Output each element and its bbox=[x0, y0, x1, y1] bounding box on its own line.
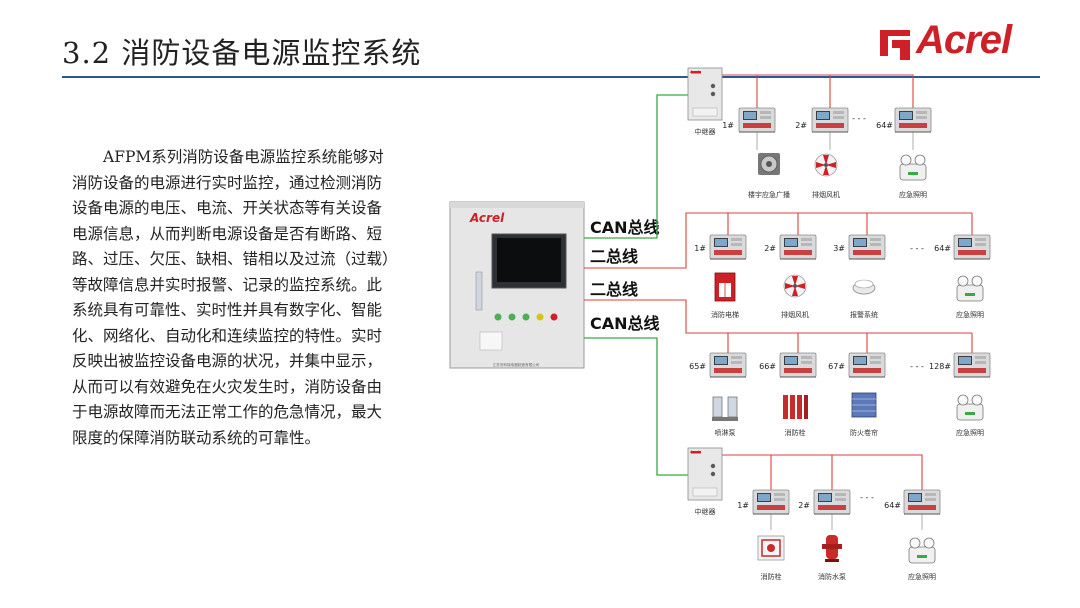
emergency-light-icon bbox=[956, 275, 984, 302]
description-paragraph: AFPM系列消防设备电源监控系统能够对消防设备的电源进行实时监控，通过检测消防设… bbox=[72, 145, 390, 451]
group2-monitors: 1# 2# 3# - - - 64# bbox=[694, 234, 991, 260]
group2-dash: - - - bbox=[910, 244, 924, 253]
group2-num-64: 64# bbox=[934, 244, 951, 253]
group4-device-3-label: 应急照明 bbox=[908, 572, 936, 581]
relay-bottom-label: 中继器 bbox=[695, 507, 716, 516]
two-wire-bus-lines bbox=[584, 74, 973, 490]
group4-monitors: 1# 2# - - - 64# bbox=[737, 489, 941, 515]
title-divider bbox=[62, 76, 1040, 78]
group3-dash: - - - bbox=[910, 362, 924, 371]
host-brand-label: Acrel bbox=[469, 211, 505, 225]
group4-devices: 消防栓 消防水泵 应急照明 bbox=[757, 514, 936, 581]
group3-num-67: 67# bbox=[828, 362, 845, 371]
relay-bottom: Acrel 中继器 bbox=[687, 447, 723, 516]
relay-top: Acrel 中继器 bbox=[687, 67, 723, 136]
group2-device-4-label: 应急照明 bbox=[956, 310, 984, 319]
group1-device-2-label: 排烟风机 bbox=[812, 190, 840, 199]
smoke-fan-icon bbox=[814, 153, 838, 177]
relay-top-label: 中继器 bbox=[695, 127, 716, 136]
emergency-light-icon bbox=[956, 394, 984, 421]
group3-num-66: 66# bbox=[759, 362, 776, 371]
bus-label-two-wire-1: 二总线 bbox=[590, 247, 638, 266]
group1-num-1: 1# bbox=[722, 121, 734, 130]
can-bus-lines bbox=[584, 94, 688, 476]
group2-devices: 消防电梯 排烟风机 报警系统 应急照明 bbox=[711, 272, 984, 319]
group1-num-64: 64# bbox=[876, 121, 893, 130]
group3-num-128: 128# bbox=[929, 362, 951, 371]
group3-device-3-label: 防火卷帘 bbox=[850, 428, 878, 437]
group2-num-2: 2# bbox=[764, 244, 776, 253]
group1-device-3-label: 应急照明 bbox=[899, 190, 927, 199]
acrel-logo-text: Acrel bbox=[916, 18, 1012, 62]
host-footer-label: 江苏安科瑞电器制造有限公司 bbox=[493, 362, 540, 367]
group3-device-4-label: 应急照明 bbox=[956, 428, 984, 437]
group3-device-2-label: 消防栓 bbox=[785, 428, 806, 437]
hydrant-cabinet-icon bbox=[757, 535, 785, 561]
group4-device-1-label: 消防栓 bbox=[761, 572, 782, 581]
bus-label-can-top: CAN总线 bbox=[590, 218, 660, 237]
bus-label-two-wire-2: 二总线 bbox=[590, 280, 638, 299]
group4-device-2-label: 消防水泵 bbox=[818, 572, 846, 581]
group1-monitors: 1# 2# - - - 64# bbox=[722, 107, 932, 133]
group4-num-2: 2# bbox=[798, 501, 810, 510]
group3-devices: 喷淋泵 消防栓 防火卷帘 应急照明 bbox=[711, 392, 984, 437]
host-monitor-cabinet: Acrel 江苏安科瑞电器制造有限公司 bbox=[449, 201, 585, 369]
bus-label-can-bottom: CAN总线 bbox=[590, 314, 660, 333]
alarm-detector-icon bbox=[852, 279, 876, 295]
relay-bottom-brand: Acrel bbox=[689, 450, 700, 454]
fire-water-pump-icon bbox=[822, 535, 842, 562]
fire-hydrant-hoses-icon bbox=[783, 395, 808, 419]
group2-device-1-label: 消防电梯 bbox=[711, 310, 739, 319]
group3-num-65: 65# bbox=[689, 362, 706, 371]
acrel-logo: Acrel bbox=[878, 18, 1046, 66]
group2-num-1: 1# bbox=[694, 244, 706, 253]
group3-device-1-label: 喷淋泵 bbox=[715, 428, 736, 437]
sprinkler-pump-icon bbox=[711, 396, 739, 422]
group2-device-2-label: 排烟风机 bbox=[781, 310, 809, 319]
group2-num-3: 3# bbox=[833, 244, 845, 253]
smoke-fan-icon bbox=[783, 274, 807, 298]
slide-title: 3.2 消防设备电源监控系统 bbox=[62, 36, 422, 70]
emergency-light-icon bbox=[899, 154, 927, 181]
description-text: AFPM系列消防设备电源监控系统能够对消防设备的电源进行实时监控，通过检测消防设… bbox=[72, 148, 390, 447]
relay-top-brand: Acrel bbox=[689, 70, 700, 74]
fire-elevator-icon bbox=[714, 272, 736, 302]
acrel-logo-mark-icon bbox=[880, 30, 910, 60]
broadcast-speaker-icon bbox=[757, 152, 781, 176]
group4-num-1: 1# bbox=[737, 501, 749, 510]
group1-device-1-label: 楼宇应急广播 bbox=[748, 190, 790, 199]
emergency-light-icon bbox=[908, 537, 936, 564]
group1-num-2: 2# bbox=[795, 121, 807, 130]
group1-devices: 楼宇应急广播 排烟风机 应急照明 bbox=[748, 132, 927, 199]
fire-shutter-icon bbox=[851, 392, 877, 418]
group1-dash: - - - bbox=[852, 114, 866, 123]
group4-num-64: 64# bbox=[884, 501, 901, 510]
group3-monitors: 65# 66# 67# - - - 128# bbox=[689, 352, 991, 378]
group2-device-3-label: 报警系统 bbox=[850, 310, 878, 319]
group4-dash: - - - bbox=[860, 493, 874, 502]
